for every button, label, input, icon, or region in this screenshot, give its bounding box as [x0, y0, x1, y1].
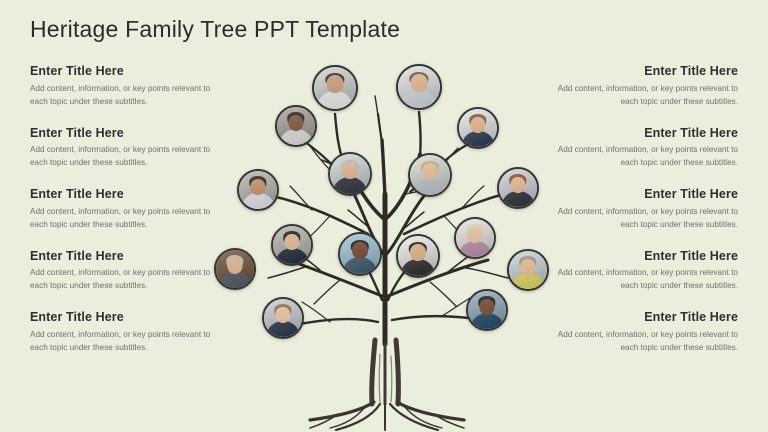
photo-thumbnail: [456, 219, 494, 257]
right-block-body-2: Add content, information, or key points …: [557, 145, 738, 168]
photo-thumbnail: [277, 107, 315, 145]
right-text-block-3[interactable]: Enter Title Here Add content, informatio…: [548, 187, 738, 232]
right-block-title-2: Enter Title Here: [644, 125, 738, 140]
family-member-photo[interactable]: [338, 232, 382, 276]
photo-thumbnail: [273, 226, 311, 264]
family-member-photo[interactable]: [275, 105, 317, 147]
photo-thumbnail: [330, 154, 370, 194]
left-text-block-3[interactable]: Enter Title Here Add content, informatio…: [30, 187, 220, 232]
right-block-title-3: Enter Title Here: [644, 187, 738, 202]
right-text-block-2[interactable]: Enter Title Here Add content, informatio…: [548, 126, 738, 171]
family-member-photo[interactable]: [396, 234, 440, 278]
left-text-block-2[interactable]: Enter Title Here Add content, informatio…: [30, 126, 220, 171]
photo-thumbnail: [398, 236, 438, 276]
left-block-body-4: Add content, information, or key points …: [30, 268, 211, 291]
family-member-photo[interactable]: [466, 289, 508, 331]
right-block-body-5: Add content, information, or key points …: [557, 329, 738, 352]
left-block-body-1: Add content, information, or key points …: [30, 83, 211, 106]
tree-branches-icon: [267, 95, 509, 432]
left-block-title-1: Enter Title Here: [30, 64, 124, 78]
left-text-block-4[interactable]: Enter Title Here Add content, informatio…: [30, 249, 220, 294]
right-text-block-4[interactable]: Enter Title Here Add content, informatio…: [548, 249, 738, 294]
family-tree-graphic: [190, 44, 580, 432]
family-member-photo[interactable]: [457, 107, 499, 149]
family-member-photo[interactable]: [312, 65, 358, 111]
family-member-photo[interactable]: [396, 64, 442, 110]
family-member-photo[interactable]: [262, 297, 304, 339]
family-member-photo[interactable]: [408, 153, 452, 197]
family-member-photo[interactable]: [271, 224, 313, 266]
photo-thumbnail: [509, 251, 547, 289]
page-title: Heritage Family Tree PPT Template: [30, 16, 401, 42]
right-block-title-1: Enter Title Here: [644, 64, 738, 78]
photo-thumbnail: [340, 234, 380, 274]
right-block-body-1: Add content, information, or key points …: [557, 83, 738, 106]
family-member-photo[interactable]: [328, 152, 372, 196]
left-block-body-5: Add content, information, or key points …: [30, 329, 211, 352]
left-text-column: Enter Title Here Add content, informatio…: [30, 64, 220, 355]
photo-thumbnail: [398, 66, 440, 108]
photo-thumbnail: [314, 67, 356, 109]
photo-thumbnail: [239, 171, 277, 209]
left-block-title-4: Enter Title Here: [30, 248, 124, 263]
family-member-photo[interactable]: [214, 248, 256, 290]
left-text-block-5[interactable]: Enter Title Here Add content, informatio…: [30, 310, 220, 355]
right-block-title-4: Enter Title Here: [644, 248, 738, 263]
photo-thumbnail: [216, 250, 254, 288]
photo-thumbnail: [264, 299, 302, 337]
right-text-block-1[interactable]: Enter Title Here Add content, informatio…: [548, 64, 738, 109]
left-block-title-3: Enter Title Here: [30, 187, 124, 202]
family-member-photo[interactable]: [237, 169, 279, 211]
photo-thumbnail: [410, 155, 450, 195]
right-block-body-4: Add content, information, or key points …: [557, 268, 738, 291]
left-block-title-2: Enter Title Here: [30, 125, 124, 140]
tree-roots: [308, 400, 466, 432]
right-text-column: Enter Title Here Add content, informatio…: [548, 64, 738, 355]
photo-thumbnail: [459, 109, 497, 147]
right-block-title-5: Enter Title Here: [644, 310, 738, 325]
photo-thumbnail: [468, 291, 506, 329]
left-block-body-2: Add content, information, or key points …: [30, 145, 211, 168]
tree-trunk: [369, 337, 401, 407]
family-member-photo[interactable]: [507, 249, 549, 291]
family-member-photo[interactable]: [497, 167, 539, 209]
left-block-body-3: Add content, information, or key points …: [30, 206, 211, 229]
left-text-block-1[interactable]: Enter Title Here Add content, informatio…: [30, 64, 220, 109]
left-block-title-5: Enter Title Here: [30, 310, 124, 325]
right-block-body-3: Add content, information, or key points …: [557, 206, 738, 229]
right-text-block-5[interactable]: Enter Title Here Add content, informatio…: [548, 310, 738, 355]
photo-thumbnail: [499, 169, 537, 207]
family-member-photo[interactable]: [454, 217, 496, 259]
